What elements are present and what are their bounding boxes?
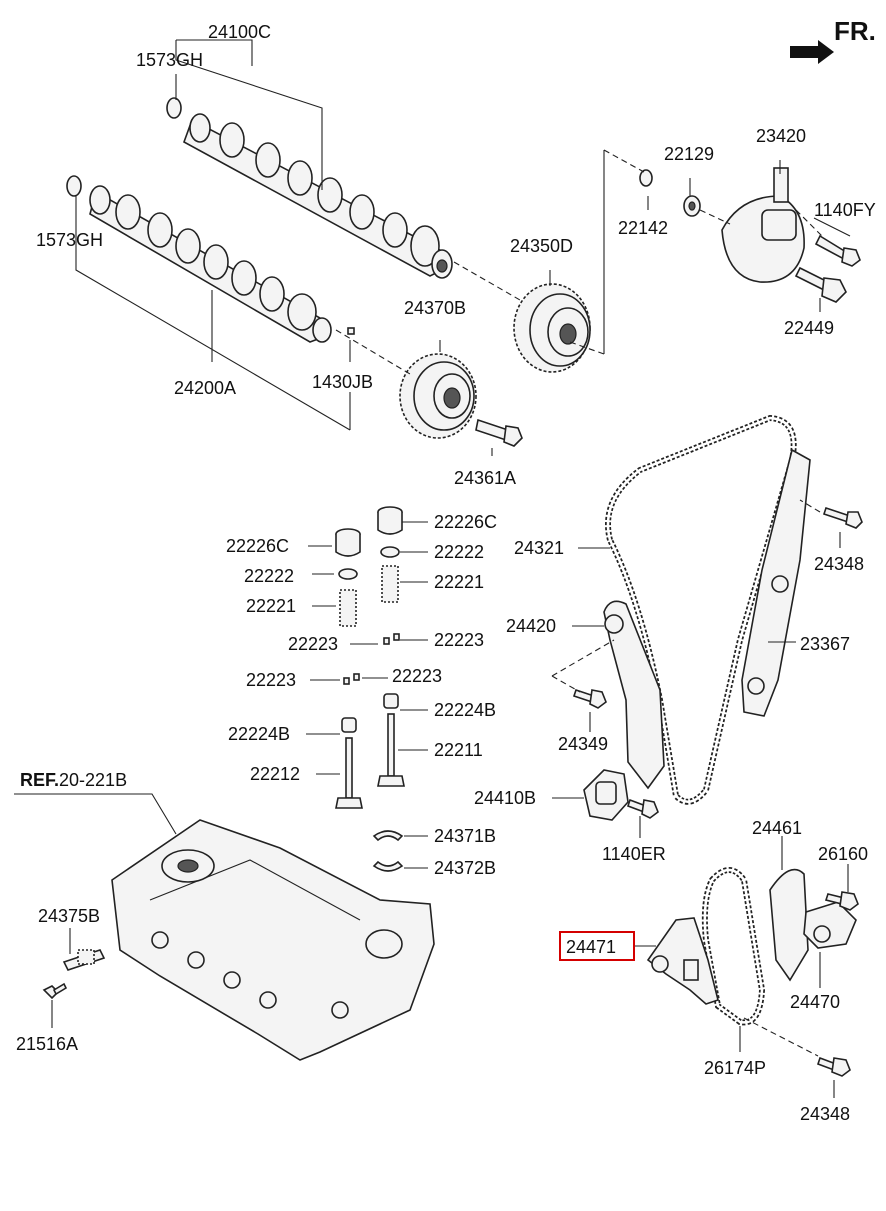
part-label: 23367 [800,634,850,654]
part-label: 22223 [434,630,484,650]
part-label: 1140FY [814,200,876,220]
spring-right [381,565,399,603]
part-label: 26174P [704,1058,766,1078]
part-label: 1430JB [312,372,373,392]
highlighted-part-24471[interactable]: 24471 [559,931,635,961]
camshaft-plug-lower [66,175,82,197]
bolt-22449 [794,266,847,303]
front-direction-arrow [790,40,834,64]
part-label: 1140ER [602,844,666,864]
part-label: 24100C [208,22,271,42]
bolt-1140fy [814,234,861,267]
sensor-24375b [62,949,106,971]
tensioner-arm-24420 [603,600,665,790]
stem-seal-right [383,693,399,709]
part-label: 24471 [566,937,616,957]
leader-lines [14,39,851,1098]
part-label: 24410B [474,788,536,808]
seal-22142 [639,169,653,187]
part-label: 24350D [510,236,573,256]
camshaft-plug-upper [166,97,182,119]
intake-camshaft [183,113,453,279]
retainer-left [338,568,358,580]
part-label: 24371B [434,826,496,846]
part-label: 22221 [434,572,484,592]
part-label: 22449 [784,318,834,338]
tappet-right [377,506,403,535]
bearing-lower [372,860,404,872]
bearing-upper [372,830,404,842]
spring-left [339,589,357,627]
bolt-24348-lower [816,1056,851,1077]
timing-chain [605,414,797,805]
part-label: 22223 [246,670,296,690]
part-label: 22222 [244,566,294,586]
part-label: 22221 [246,596,296,616]
collet-3 [343,677,350,685]
part-label: 24200A [174,378,236,398]
oil-pump-chain [701,867,766,1026]
bolt-1140er [626,798,659,819]
oil-control-valve [721,167,805,283]
stem-seal-left [341,717,357,733]
intake-valve [377,713,405,787]
bolt-24349 [572,688,607,709]
part-label: 24461 [752,818,802,838]
tensioner-24410b [583,769,629,821]
part-label: 23420 [756,126,806,146]
reference-label: REF.20-221B [20,770,127,790]
exhaust-valve [335,737,363,809]
part-label: 22212 [250,764,300,784]
part-label: 1573GH [136,50,203,70]
part-label: 1573GH [36,230,103,250]
part-label: 22142 [618,218,668,238]
oil-pump-chain-guide-24471 [646,917,719,1005]
seal-22129 [683,195,701,217]
part-label: 22129 [664,144,714,164]
dowel-pin [347,327,355,335]
exhaust-cvvt-sprocket [399,353,477,439]
part-label: 21516A [16,1034,78,1054]
part-label: 24372B [434,858,496,878]
part-label: 24370B [404,298,466,318]
collet-2 [393,633,400,641]
part-label: 24348 [814,554,864,574]
part-label: 22211 [434,740,483,760]
part-label: 24348 [800,1104,850,1124]
bolt-21516a [42,982,68,1000]
cylinder-head [111,819,435,1061]
part-label: 24321 [514,538,564,558]
part-label: 22223 [288,634,338,654]
part-label: 22226C [434,512,497,532]
part-label: 22224B [434,700,496,720]
part-label: 24470 [790,992,840,1012]
exhaust-camshaft [89,185,332,343]
chain-guide-24461 [769,868,809,982]
part-label: 24349 [558,734,608,754]
sprocket-bolt [475,418,523,447]
bolt-24348-upper [822,506,863,529]
part-label: 24420 [506,616,556,636]
part-label: 26160 [818,844,868,864]
part-label: 24375B [38,906,100,926]
part-label: 24361A [454,468,516,488]
direction-label: FR. [834,16,876,46]
highlight-box [559,931,635,961]
collet-4 [353,673,360,681]
part-label: 22224B [228,724,290,744]
collet-1 [383,637,390,645]
chain-guide-23367 [741,448,811,717]
bolt-26160 [824,891,859,911]
part-label: 22226C [226,536,289,556]
retainer-right [380,546,400,558]
part-label: 22223 [392,666,442,686]
tappet-left [335,528,361,557]
part-label: 22222 [434,542,484,562]
intake-cvvt-sprocket [513,283,591,373]
